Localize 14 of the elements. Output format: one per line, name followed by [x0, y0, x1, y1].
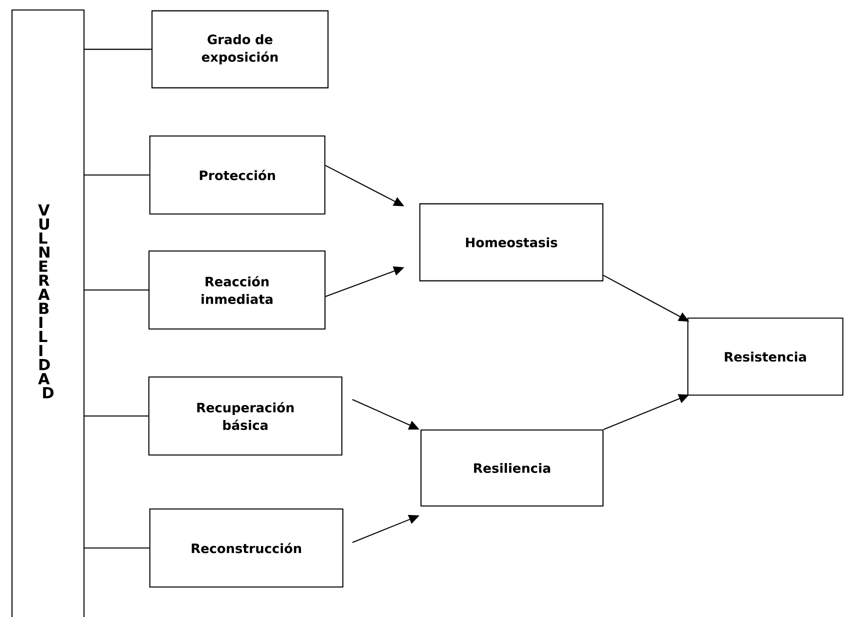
process-box: Recuperación básica — [148, 376, 342, 456]
process-box: Grado de exposición — [151, 10, 329, 88]
process-box: Protección — [149, 135, 326, 215]
connector-line — [84, 174, 150, 176]
process-box: Homeostasis — [419, 203, 604, 282]
connector-line — [84, 48, 152, 50]
process-box: Resistencia — [687, 318, 844, 396]
connector-line — [84, 289, 148, 291]
process-box: Reacción inmediata — [148, 250, 326, 330]
vertical-box: VULNERABILIDAD — [11, 9, 85, 617]
connector-line — [84, 415, 148, 417]
process-box: Resiliencia — [420, 429, 604, 507]
process-box: Reconstrucción — [149, 508, 344, 588]
connector-line — [84, 547, 150, 549]
